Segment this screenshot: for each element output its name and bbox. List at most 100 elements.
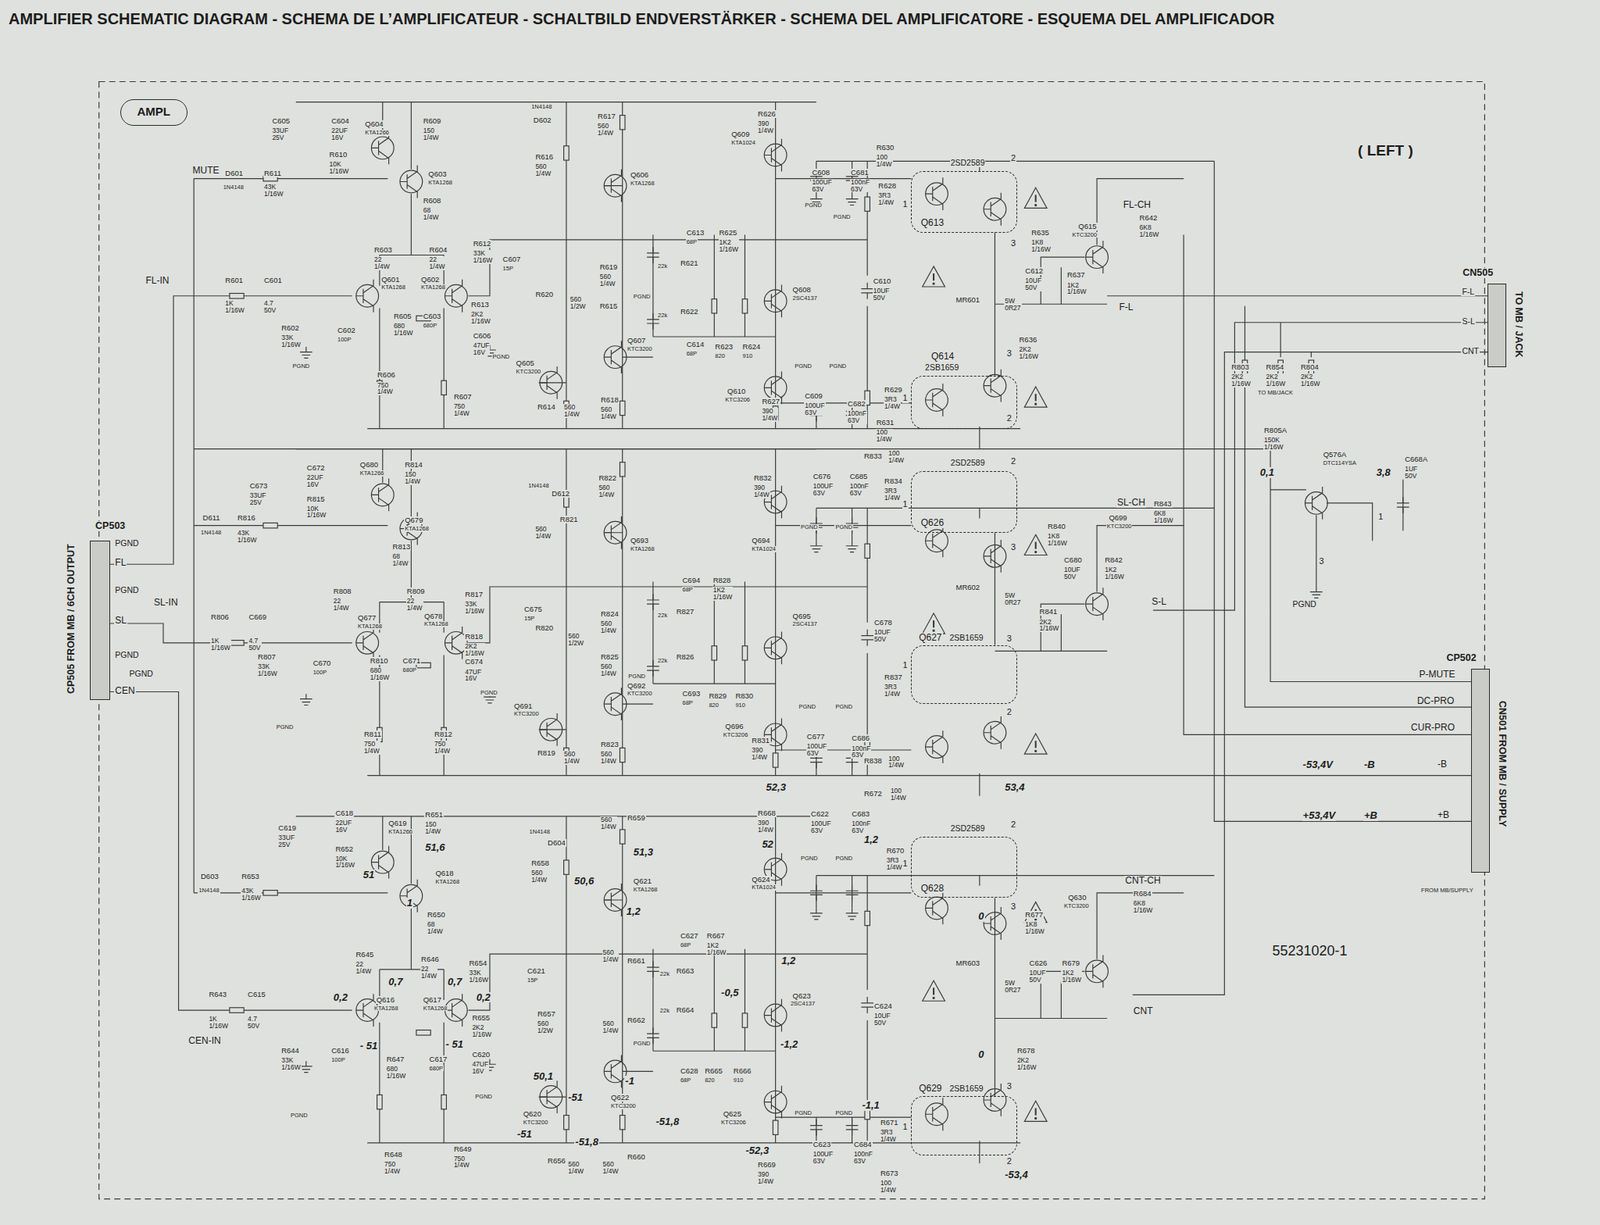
component-ref: Q604 xyxy=(364,120,384,129)
component-ref: MR603 xyxy=(955,959,982,968)
component-value: 1K2 1/16W xyxy=(718,239,740,254)
component-value: 150 1/4W xyxy=(403,471,422,486)
component-ref: D602 xyxy=(532,116,553,125)
component-value: 100 1/4W xyxy=(887,755,905,770)
component-ref: R824 xyxy=(600,610,620,618)
component-value: 560 1/4W xyxy=(596,122,615,137)
component-ref: Q621 xyxy=(632,877,653,886)
part-type: 1N4148 xyxy=(527,482,550,490)
part-type: PGND xyxy=(289,1112,309,1119)
pin-number: 1 xyxy=(902,859,909,869)
component-ref: Q601 xyxy=(380,275,400,284)
component-value: 100 1/4W xyxy=(887,450,905,465)
part-type: KTA1024 xyxy=(730,139,757,147)
component-ref: R825 xyxy=(600,653,620,661)
component-ref: Q622 xyxy=(610,1093,630,1102)
component-value: 560 1/4W xyxy=(563,750,581,765)
pin-number: 2 xyxy=(1010,820,1017,830)
voltage-reading: 0 xyxy=(977,1049,985,1061)
component-ref: R822 xyxy=(597,474,618,483)
component-ref: R636 xyxy=(1018,335,1039,344)
part-type: 22k xyxy=(657,312,668,319)
signal-name: Q626 xyxy=(920,517,945,529)
component-value: 1K2 1/16W xyxy=(706,942,728,957)
component-ref: R684 xyxy=(1132,889,1153,898)
part-type: KTA1268 xyxy=(380,284,407,291)
component-ref: R620 xyxy=(534,290,554,299)
component-ref: R614 xyxy=(536,403,557,411)
component-value: 560 1/4W xyxy=(599,273,617,288)
component-ref: R841 xyxy=(1039,607,1059,616)
signal-name: FL-CH xyxy=(1122,200,1152,211)
component-ref: Q605 xyxy=(515,359,536,368)
component-value: 4.7 50V xyxy=(246,1015,261,1030)
component-ref: R808 xyxy=(332,587,353,596)
part-type: 820 xyxy=(703,1077,716,1084)
component-ref: R647 xyxy=(385,1055,406,1064)
component-ref: R842 xyxy=(1103,556,1124,565)
component-value: 680 1/16W xyxy=(392,322,415,337)
component-ref: R653 xyxy=(240,872,261,881)
component-ref: R621 xyxy=(679,259,700,268)
component-value: 1K 1/16W xyxy=(207,1015,229,1030)
signal-name: CEN-IN xyxy=(187,1035,222,1047)
component-ref: C678 xyxy=(873,618,893,627)
component-ref: R666 xyxy=(732,1067,753,1075)
component-ref: R830 xyxy=(734,692,754,700)
component-ref: R663 xyxy=(675,967,696,975)
component-value: 390 1/4W xyxy=(750,746,768,761)
component-ref: C622 xyxy=(810,810,830,818)
component-value: 33K 1/16W xyxy=(464,600,486,615)
component-ref: Q623 xyxy=(792,992,812,1000)
component-ref: R609 xyxy=(422,117,443,125)
component-value: 10K 1/16W xyxy=(334,855,356,870)
part-type: KTA1268 xyxy=(357,623,383,630)
component-ref: R815 xyxy=(306,495,326,504)
signal-name: F-L xyxy=(1118,302,1135,313)
signal-name: Q629 xyxy=(917,1083,943,1094)
part-type: 22k xyxy=(657,657,668,665)
net-name: PGND xyxy=(128,669,154,679)
pin-number: 2 xyxy=(1006,1157,1013,1167)
part-type: KTC3206 xyxy=(720,1119,747,1126)
component-value: 100nF 63V xyxy=(846,410,868,425)
part-type: KTA1268 xyxy=(427,179,454,186)
net-name: F-L xyxy=(1460,287,1475,297)
component-value: 560 1/4W xyxy=(602,949,620,964)
component-ref: R648 xyxy=(383,1150,404,1159)
component-value: 100 1/4W xyxy=(879,1179,897,1194)
component-value: 1K 1/16W xyxy=(210,637,232,652)
component-ref: C605 xyxy=(271,117,291,125)
part-type: 15P xyxy=(526,977,539,984)
component-ref: R643 xyxy=(207,990,228,999)
part-type: 68P xyxy=(679,1077,692,1084)
component-ref: Q610 xyxy=(726,387,747,396)
component-ref: R616 xyxy=(534,153,554,161)
part-type: KTC3200 xyxy=(513,710,540,718)
part-type: PGND xyxy=(834,524,854,531)
component-value: 10K 1/16W xyxy=(306,505,328,520)
component-value: 43K 1/16W xyxy=(240,887,262,902)
component-ref: R827 xyxy=(675,607,696,616)
component-ref: R623 xyxy=(714,342,734,351)
signal-name: SL-IN xyxy=(153,597,179,608)
part-type: 1N4148 xyxy=(528,828,551,836)
part-type: PGND xyxy=(632,1040,652,1047)
component-value: 33K 1/16W xyxy=(280,334,302,349)
part-type: KTA1268 xyxy=(420,284,447,291)
component-value: 560 1/2W xyxy=(569,296,587,311)
signal-name: Q614 xyxy=(930,351,955,362)
component-ref: C610 xyxy=(872,277,893,286)
component-ref: C618 xyxy=(334,809,354,818)
part-type: KTA1024 xyxy=(750,546,777,553)
component-ref: R854 xyxy=(1265,363,1286,372)
part-type: 820 xyxy=(714,353,726,360)
component-ref: R828 xyxy=(712,576,733,585)
component-ref: R661 xyxy=(626,957,647,965)
component-value: 2K2 1/16W xyxy=(470,310,492,325)
voltage-reading: - 51 xyxy=(445,1039,465,1050)
component-value: 47UF 16V xyxy=(471,1060,490,1075)
part-type: 22k xyxy=(657,612,668,619)
component-ref: R625 xyxy=(718,228,739,237)
component-ref: C685 xyxy=(849,472,869,481)
